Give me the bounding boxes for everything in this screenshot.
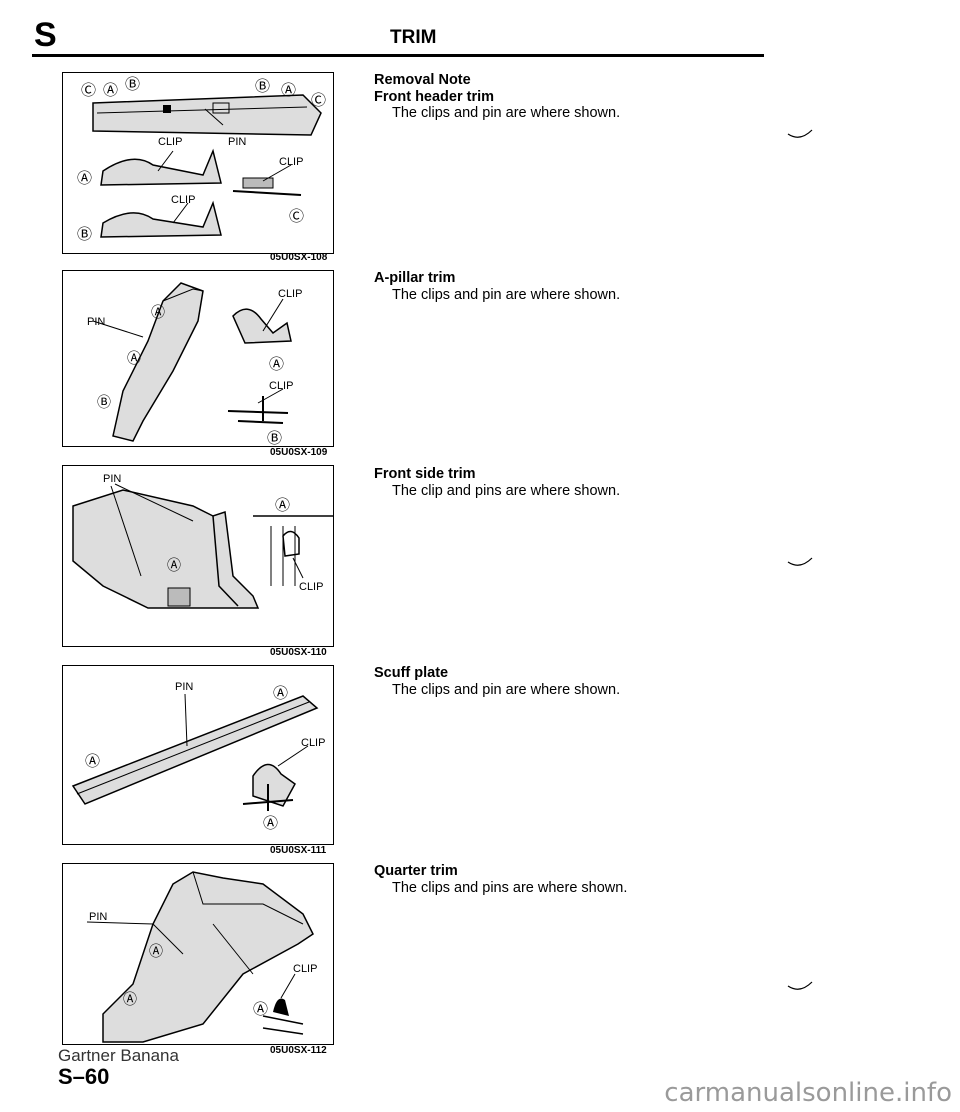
callout-a: Ⓐ (85, 753, 100, 770)
clip-label: CLIP (301, 737, 325, 749)
note-heading: Quarter trim (374, 863, 458, 879)
callout-a: Ⓐ (149, 943, 163, 959)
note-quarter-trim: Quarter trim The clips and pins are wher… (374, 863, 627, 896)
note-heading: Removal Note (374, 72, 471, 88)
clip-label: CLIP (299, 581, 323, 593)
callout-c: Ⓒ (289, 208, 304, 225)
figure-quarter-trim: PIN CLIP Ⓐ Ⓐ Ⓐ (62, 863, 334, 1045)
figure-code: 05U0SX-110 (270, 647, 327, 658)
note-subheading: Front header trim (374, 88, 495, 105)
pin-label: PIN (89, 911, 107, 923)
clip-label: CLIP (279, 156, 303, 168)
callout-a: Ⓐ (253, 1001, 268, 1018)
note-text: The clip and pins are where shown. (392, 482, 621, 499)
callout-b: Ⓑ (97, 394, 111, 410)
callout-b: Ⓑ (267, 430, 282, 446)
figure-front-side-trim: PIN CLIP Ⓐ Ⓐ (62, 465, 334, 647)
header-rule (32, 54, 764, 57)
clip-label: CLIP (293, 963, 317, 975)
margin-mark (787, 557, 813, 566)
callout-a: Ⓐ (123, 991, 137, 1007)
callout-a: Ⓐ (263, 815, 278, 832)
callout-a: Ⓐ (103, 82, 118, 99)
figure-code: 05U0SX-112 (270, 1045, 327, 1056)
note-heading: Front side trim (374, 466, 476, 482)
callout-b: Ⓑ (125, 76, 140, 93)
callout-c: Ⓒ (311, 92, 326, 109)
callout-a: Ⓐ (269, 356, 284, 373)
callout-a: Ⓐ (77, 170, 92, 187)
callout-a: Ⓐ (281, 82, 296, 99)
figure-code: 05U0SX-111 (270, 845, 327, 856)
note-heading: Scuff plate (374, 665, 449, 681)
margin-mark (787, 981, 813, 990)
callout-a: Ⓐ (275, 497, 290, 514)
figure-code: 05U0SX-108 (270, 252, 328, 263)
clip-label: CLIP (158, 136, 182, 148)
page-title: TRIM (390, 27, 437, 48)
pin-label: PIN (228, 136, 246, 148)
clip-label: CLIP (278, 288, 302, 300)
note-text: The clips and pin are where shown. (392, 286, 621, 303)
site-watermark: carmanualsonline.info (664, 1078, 952, 1108)
figure-a-pillar-trim: PIN CLIP CLIP Ⓐ Ⓐ Ⓑ Ⓐ Ⓑ (62, 270, 334, 447)
callout-a: Ⓐ (127, 350, 141, 366)
margin-mark (787, 129, 813, 138)
note-front-side-trim: Front side trim The clip and pins are wh… (374, 466, 620, 499)
clip-label: CLIP (171, 194, 195, 206)
pin-label: PIN (175, 681, 193, 693)
clip-label: CLIP (269, 380, 293, 392)
note-a-pillar-trim: A-pillar trim The clips and pin are wher… (374, 270, 620, 303)
pin-label: PIN (87, 316, 105, 328)
callout-b: Ⓑ (77, 226, 92, 243)
figure-scuff-plate: PIN CLIP Ⓐ Ⓐ Ⓐ (62, 665, 334, 845)
page-number: S–60 (58, 1064, 110, 1089)
note-text: The clips and pin are where shown. (392, 681, 621, 698)
callout-a: Ⓐ (151, 304, 165, 320)
note-heading: A-pillar trim (374, 270, 456, 286)
figure-code: 05U0SX-109 (270, 447, 328, 458)
note-front-header-trim: Removal Note Front header trim The clips… (374, 72, 620, 122)
note-text: The clips and pins are where shown. (392, 879, 628, 896)
callout-b: Ⓑ (255, 78, 270, 95)
footer-watermark: Gartner Banana (58, 1046, 179, 1065)
pin-label: PIN (103, 473, 121, 485)
note-text: The clips and pin are where shown. (392, 105, 621, 122)
figure-front-header-trim: Ⓒ Ⓐ Ⓑ Ⓑ Ⓐ Ⓒ CLIP PIN CLIP CLIP Ⓐ Ⓑ Ⓒ (62, 72, 334, 254)
callout-c: Ⓒ (81, 82, 96, 99)
section-letter: S (34, 16, 57, 54)
note-scuff-plate: Scuff plate The clips and pin are where … (374, 665, 620, 698)
callout-a: Ⓐ (273, 685, 288, 702)
callout-a: Ⓐ (167, 557, 181, 573)
